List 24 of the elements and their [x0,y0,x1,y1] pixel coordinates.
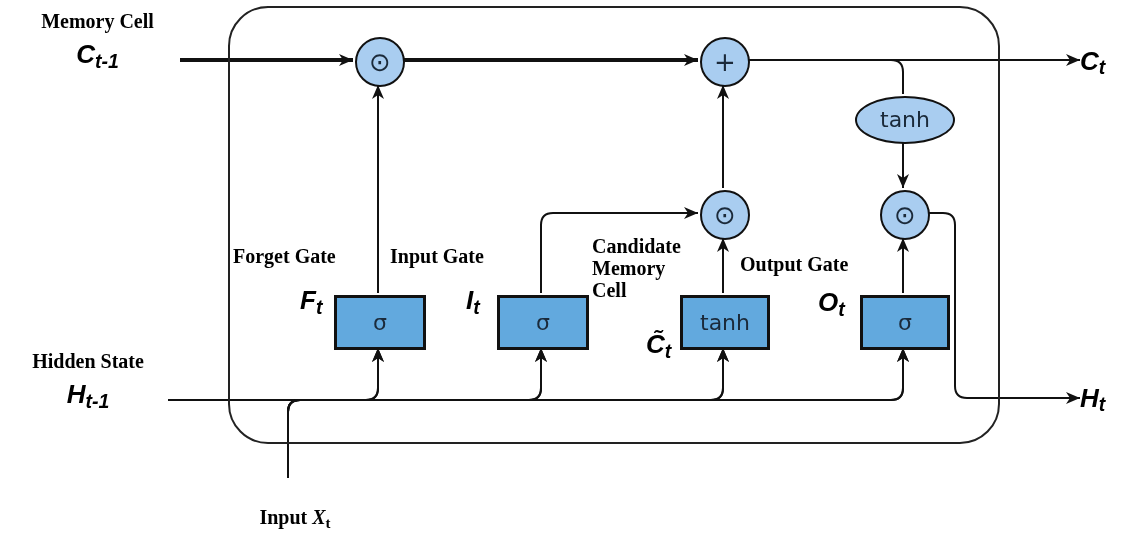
arrow [897,141,909,189]
gate-symbol: C̃$_{t}$ [646,329,672,359]
state-label: Hidden State [32,350,144,372]
gate-box: σ [334,295,426,350]
gate-symbol: F$_{t}$ [300,285,323,315]
arrow [540,207,699,294]
state-symbol: H$_{t-1}$ [66,380,110,408]
output-symbol: H$_{t}$ [1080,383,1106,412]
state-symbol: C$_{t-1}$ [76,40,119,68]
arrow [180,54,353,66]
gate-label: Output Gate [740,253,849,275]
output-symbol: C$_{t}$ [1080,46,1106,75]
gate-box: tanh [680,295,770,350]
gate-symbol: I$_{t}$ [466,285,480,315]
state-label: Memory Cell [41,10,154,32]
gate-box: σ [860,295,950,350]
activation-ellipse: tanh [855,96,955,144]
gate-label: Input Gate [390,245,484,267]
gate-label: Forget Gate [233,245,336,267]
input-label: Input X$_{t}$ [259,506,331,528]
gate-box: σ [497,295,589,350]
gate-label: Candidate Memory Cell [592,235,682,301]
gate-symbol: O$_{t}$ [818,287,845,317]
cell-frame [228,6,1000,444]
